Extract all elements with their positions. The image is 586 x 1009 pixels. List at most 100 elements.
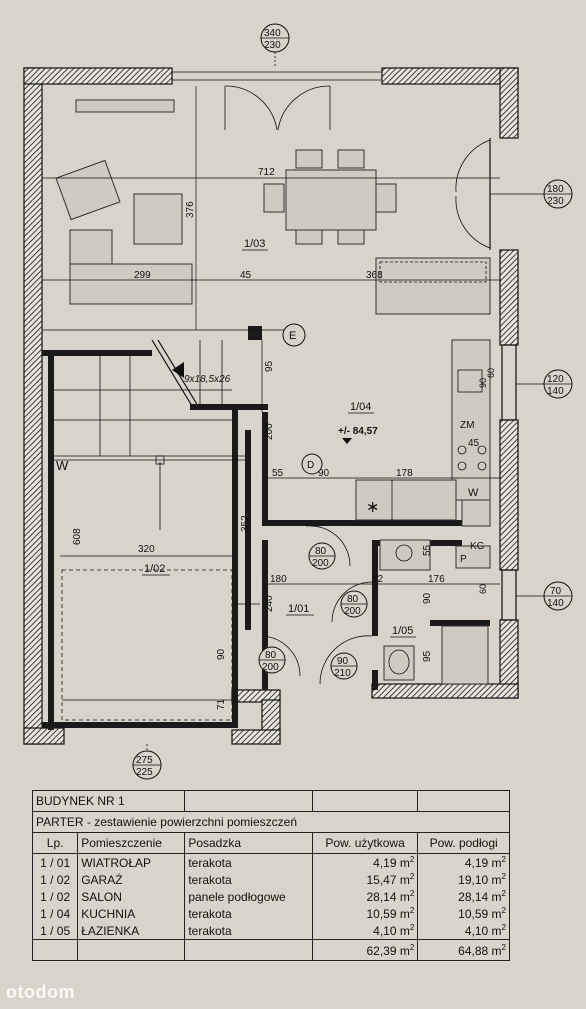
e-symbol-circle <box>282 323 306 347</box>
opening-door-bathroom: 80 200 <box>340 590 368 618</box>
e-symbol: E <box>289 330 296 342</box>
dim-712: 712 <box>258 167 275 178</box>
bathroom-fixtures <box>379 539 491 685</box>
side-door <box>455 138 491 250</box>
table-total-row: 62,39 m2 64,88 m2 <box>31 939 510 961</box>
kitchen-cabinets <box>355 257 491 527</box>
terrace-door <box>224 85 331 131</box>
header-floor: Posadzka <box>184 832 313 854</box>
svg-text:80: 80 <box>347 594 359 605</box>
dim-90a: 90 <box>318 468 330 479</box>
living-room-furniture <box>55 99 193 305</box>
outer-walls <box>23 67 519 745</box>
svg-text:210: 210 <box>334 668 351 679</box>
dim-376: 376 <box>185 201 196 218</box>
garage-door <box>61 569 233 721</box>
svg-text:275: 275 <box>136 755 153 766</box>
svg-text:230: 230 <box>264 40 281 51</box>
building-name: BUDYNEK NR 1 <box>31 790 186 812</box>
level-marker: +/- 84,57 <box>338 426 378 437</box>
zm-label: ZM <box>460 420 474 431</box>
stair-label: 9x18,5x26 <box>184 374 231 385</box>
header-floor-area: Pow. podłogi <box>417 832 510 854</box>
svg-text:80: 80 <box>265 650 277 661</box>
dimension-labels: 712 376 299 45 368 95 200 55 90 178 45 3… <box>72 167 496 710</box>
svg-text:90: 90 <box>337 656 349 667</box>
dimension-lines <box>42 86 500 605</box>
dim-71: 71 <box>216 698 227 710</box>
opening-top-window: 340 230 <box>260 23 290 68</box>
dim-240: 240 <box>264 595 275 612</box>
opening-bubbles: 340 230 180 230 120 140 70 140 <box>132 23 573 780</box>
opening-door-hall: 80 200 <box>308 542 336 570</box>
table-header-row: Lp. Pomieszczenie Posadzka Pow. użytkowa… <box>31 832 510 854</box>
dim-45b: 45 <box>468 438 480 449</box>
svg-text:140: 140 <box>547 386 564 397</box>
dim-55b: 55 <box>422 544 433 556</box>
dim-180: 180 <box>270 574 287 585</box>
svg-text:230: 230 <box>547 196 564 207</box>
opening-entrance-door: 90 210 <box>330 652 358 680</box>
dining-set <box>263 149 397 245</box>
room-label-wiatrolap: 1/01 <box>288 603 309 615</box>
header-room: Pomieszczenie <box>77 832 186 854</box>
svg-text:180: 180 <box>547 184 564 195</box>
w-label-kitchen: W <box>468 487 479 499</box>
room-labels: 1/03 1/04 1/02 1/01 1/05 +/- 84,57 9x18,… <box>56 238 485 638</box>
windows <box>172 71 517 621</box>
dim-90d: 90 <box>478 378 488 388</box>
room-label-lazienka: 1/05 <box>392 625 413 637</box>
otodom-watermark: otodom <box>6 982 75 1002</box>
p-label: P <box>460 554 467 565</box>
opening-side-door: 180 230 <box>490 179 573 209</box>
floor-plan: 712 376 299 45 368 95 200 55 90 178 45 3… <box>23 23 573 780</box>
dim-60a: 60 <box>486 368 496 378</box>
dim-12: 12 <box>372 574 384 585</box>
extractor-symbol: ∗ <box>366 499 379 516</box>
dim-368: 368 <box>366 270 383 281</box>
total-floor: 64,88 m2 <box>417 939 510 961</box>
room-label-salon: 1/03 <box>244 238 265 250</box>
opening-kitchen-window: 120 140 <box>516 369 573 399</box>
dim-608: 608 <box>72 528 83 545</box>
header-lp: Lp. <box>31 832 79 854</box>
dim-299: 299 <box>134 270 151 281</box>
dim-55a: 55 <box>272 468 284 479</box>
svg-text:80: 80 <box>315 546 327 557</box>
kg-label: KG <box>470 541 485 552</box>
svg-text:120: 120 <box>547 374 564 385</box>
svg-text:70: 70 <box>550 586 562 597</box>
svg-text:200: 200 <box>312 558 329 569</box>
dim-60b: 60 <box>478 584 488 594</box>
opening-door-garage: 80 200 <box>258 646 286 674</box>
header-usable: Pow. użytkowa <box>311 832 419 854</box>
dim-90c: 90 <box>422 592 433 604</box>
w-label-stairs: W <box>56 458 69 473</box>
room-label-garaz: 1/02 <box>144 563 165 575</box>
staircase <box>54 339 250 530</box>
table-subtitle: PARTER - zestawienie powierzchni pomiesz… <box>32 811 510 833</box>
opening-garage-door: 275 225 <box>132 744 162 780</box>
opening-bathroom-window: 70 140 <box>516 581 573 611</box>
interior-doors <box>261 525 373 685</box>
total-usable: 62,39 m2 <box>311 939 419 961</box>
dim-352: 352 <box>240 515 251 532</box>
dim-90b: 90 <box>216 648 227 660</box>
dim-95b: 95 <box>422 650 433 662</box>
svg-text:340: 340 <box>264 28 281 39</box>
svg-text:140: 140 <box>547 598 564 609</box>
dim-45a: 45 <box>240 270 252 281</box>
dim-320: 320 <box>138 544 155 555</box>
dim-178: 178 <box>396 468 413 479</box>
d-symbol: D <box>307 460 314 471</box>
dim-95: 95 <box>264 360 275 372</box>
svg-text:200: 200 <box>344 606 361 617</box>
area-schedule: BUDYNEK NR 1 PARTER - zestawienie powier… <box>31 790 510 961</box>
area-table: BUDYNEK NR 1 PARTER - zestawienie powier… <box>31 790 510 961</box>
